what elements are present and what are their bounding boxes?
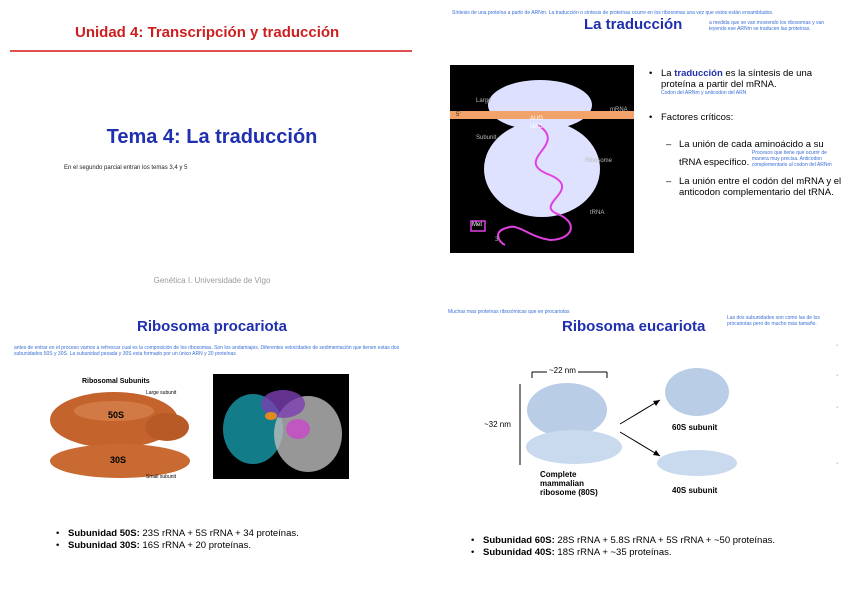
margin-mark: · xyxy=(836,342,838,349)
bullet-factors: Factores críticos: xyxy=(649,112,845,123)
small-subunit-label: Small subunit xyxy=(146,474,176,480)
label-met: Met xyxy=(472,222,482,228)
list-item-term: Subunidad 50S: xyxy=(68,528,140,539)
complete-label-line: ribosome (80S) xyxy=(540,488,598,497)
label-codon: AUG xyxy=(530,116,543,122)
margin-mark: · xyxy=(836,404,838,411)
list-item-term: Subunidad 30S: xyxy=(68,540,140,551)
bullet-note: Codon del ARNm y anticodon del ARN xyxy=(661,90,845,96)
list-item-text: 18S rRNA + ~35 proteínas. xyxy=(555,547,672,558)
large-subunit-label: Large subunit xyxy=(146,390,176,396)
small-subunit-shape xyxy=(526,430,622,464)
eukaryotic-ribosome-figure: ~22 nm ~32 nm Complete mammalian ribosom… xyxy=(482,360,752,510)
arrow-40s xyxy=(620,432,660,456)
slide-eukaryotic-ribosome: Muchas mas proteínas ribosómicas que en … xyxy=(424,300,848,600)
highlight-term: traducción xyxy=(674,68,723,79)
slide-heading: Ribosoma eucariota xyxy=(562,318,705,335)
ribosome-shape-diagram xyxy=(42,375,202,490)
figure-title: Ribosomal Subunits xyxy=(82,378,150,385)
label-5prime: 5' xyxy=(456,112,460,118)
margin-mark: · xyxy=(836,372,838,379)
list-item: Subunidad 30S: 16S rRNA + 20 proteínas. xyxy=(56,540,299,552)
width-label: ~22 nm xyxy=(547,366,578,375)
top-note: Muchas mas proteínas ribosómicas que en … xyxy=(448,309,569,315)
slide-footer: Genética I. Universidade de Vigo xyxy=(0,276,424,285)
list-item-text: 23S rRNA + 5S rRNA + 34 proteínas. xyxy=(140,528,299,539)
list-item: Subunidad 50S: 23S rRNA + 5S rRNA + 34 p… xyxy=(56,528,299,540)
complete-label-line: Complete xyxy=(540,470,576,479)
arrow-60s xyxy=(620,400,660,424)
small-subunit-shape xyxy=(484,121,600,217)
label-50s: 50S xyxy=(108,410,124,420)
height-label: ~32 nm xyxy=(484,420,511,429)
subunit-list: Subunidad 50S: 23S rRNA + 5S rRNA + 34 p… xyxy=(56,528,299,552)
list-item: Subunidad 40S: 18S rRNA + ~35 proteínas. xyxy=(471,547,775,559)
bullet-list: La traducción es la síntesis de una prot… xyxy=(649,68,845,198)
label-mrna: mRNA xyxy=(610,107,628,113)
label-small: Subunit xyxy=(476,135,496,141)
list-item: Subunidad 60S: 28S rRNA + 5.8S rRNA + 5S… xyxy=(471,535,775,547)
label-ribosome: Ribosome xyxy=(585,158,612,164)
ribosome-structure-image xyxy=(213,374,349,479)
slide-translation: Síntesis de una proteína a partir de ARN… xyxy=(424,0,848,300)
bullet-text: La xyxy=(661,68,674,79)
subunit-40s-shape xyxy=(657,450,737,476)
slide-prokaryotic-ribosome: Ribosoma procariota antes de entrar en e… xyxy=(0,300,424,600)
slide-title: Unidad 4: Transcripción y traducción Tem… xyxy=(0,0,424,300)
sub-bullet-binding: La unión de cada aminoácido a su tRNA es… xyxy=(649,139,845,168)
subunit-60s-shape xyxy=(665,368,729,416)
list-item-term: Subunidad 40S: xyxy=(483,547,555,558)
molecular-structure-render xyxy=(213,374,349,479)
exam-note: En el segundo parcial entran los temas 3… xyxy=(64,165,187,171)
subunit-list: Subunidad 60S: 28S rRNA + 5.8S rRNA + 5S… xyxy=(471,535,775,559)
slide-heading: Ribosoma procariota xyxy=(0,318,424,335)
complete-ribosome-label: Complete mammalian ribosome (80S) xyxy=(540,470,598,497)
slide-heading: La traducción xyxy=(584,16,682,33)
unit-title: Unidad 4: Transcripción y traducción xyxy=(75,24,339,41)
bullet-definition: La traducción es la síntesis de una prot… xyxy=(649,68,845,96)
label-30s: 30S xyxy=(110,455,126,465)
large-subunit-shape xyxy=(527,383,607,437)
side-note: Las dos subunidades son como las de los … xyxy=(727,315,833,327)
sub-bullet-codon: La unión entre el codón del mRNA y el an… xyxy=(649,176,845,198)
ribosome-translation-figure: Large Subunit AUG UAC mRNA Ribosome tRNA… xyxy=(450,65,634,253)
label-anticodon: UAC xyxy=(530,124,543,130)
margin-mark: · xyxy=(836,460,838,467)
sub-bullet-note: Procesos que tiene que ocurrir de manera… xyxy=(752,150,838,168)
label-3prime: 3' xyxy=(495,237,499,243)
label-40s: 40S subunit xyxy=(672,486,717,495)
list-item-text: 28S rRNA + 5.8S rRNA + 5S rRNA + ~50 pro… xyxy=(555,535,775,546)
title-underline xyxy=(10,50,412,52)
ribosomal-subunits-figure: Ribosomal Subunits Large subunit 50S 30S… xyxy=(42,375,202,490)
complete-label-line: mammalian xyxy=(540,479,584,488)
label-60s: 60S subunit xyxy=(672,423,717,432)
slide-heading: Tema 4: La traducción xyxy=(0,126,424,149)
list-item-term: Subunidad 60S: xyxy=(483,535,555,546)
slide-note: antes de entrar en el proceso vamos a re… xyxy=(14,345,414,357)
label-trna: tRNA xyxy=(590,210,604,216)
side-note: a medida que se van moviendo los ribosom… xyxy=(709,20,839,32)
list-item-text: 16S rRNA + 20 proteínas. xyxy=(140,540,251,551)
label-large: Large xyxy=(476,98,491,104)
